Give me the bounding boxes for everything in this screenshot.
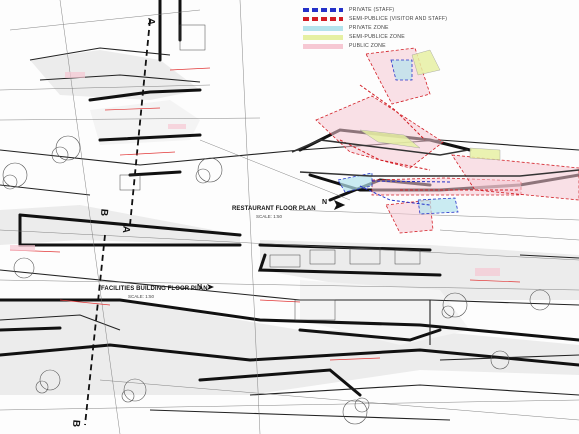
legend-item-semi-public-zone: SEMI-PUBLICE ZONE — [303, 33, 405, 41]
restaurant-plan-title: RESTAURANT FLOOR PLAN — [232, 206, 316, 212]
facilities-plan-scale: SCALE: 1:50 — [128, 294, 155, 299]
restaurant-plan-scale: SCALE: 1:50 — [256, 214, 283, 219]
legend-item-private-zone: PRIVATE ZONE — [303, 24, 389, 32]
legend-item-private-staff: PRIVATE (STAFF) — [303, 6, 394, 14]
section-mark-a-top: A — [144, 17, 157, 26]
zone-color-swatch — [303, 34, 343, 40]
dashed-line-swatch — [303, 17, 343, 21]
legend-item-semi-public: SEMI-PUBLICE (VISITOR AND STAFF) — [303, 15, 447, 23]
legend-item-public-zone: PUBLIC ZONE — [303, 42, 386, 50]
zone-color-swatch — [303, 43, 343, 49]
north-arrow-restaurant: N — [322, 199, 328, 206]
facilities-plan-title: FACILITIES BUILDING FLOOR PLAN — [101, 286, 208, 292]
zone-color-swatch — [303, 25, 343, 31]
section-mark-b-top: B — [97, 208, 110, 217]
north-arrow-facilities: N — [197, 284, 203, 291]
dashed-line-swatch — [303, 8, 343, 12]
section-mark-a-bottom: A — [119, 225, 132, 234]
section-mark-b-bottom: B — [69, 419, 82, 428]
